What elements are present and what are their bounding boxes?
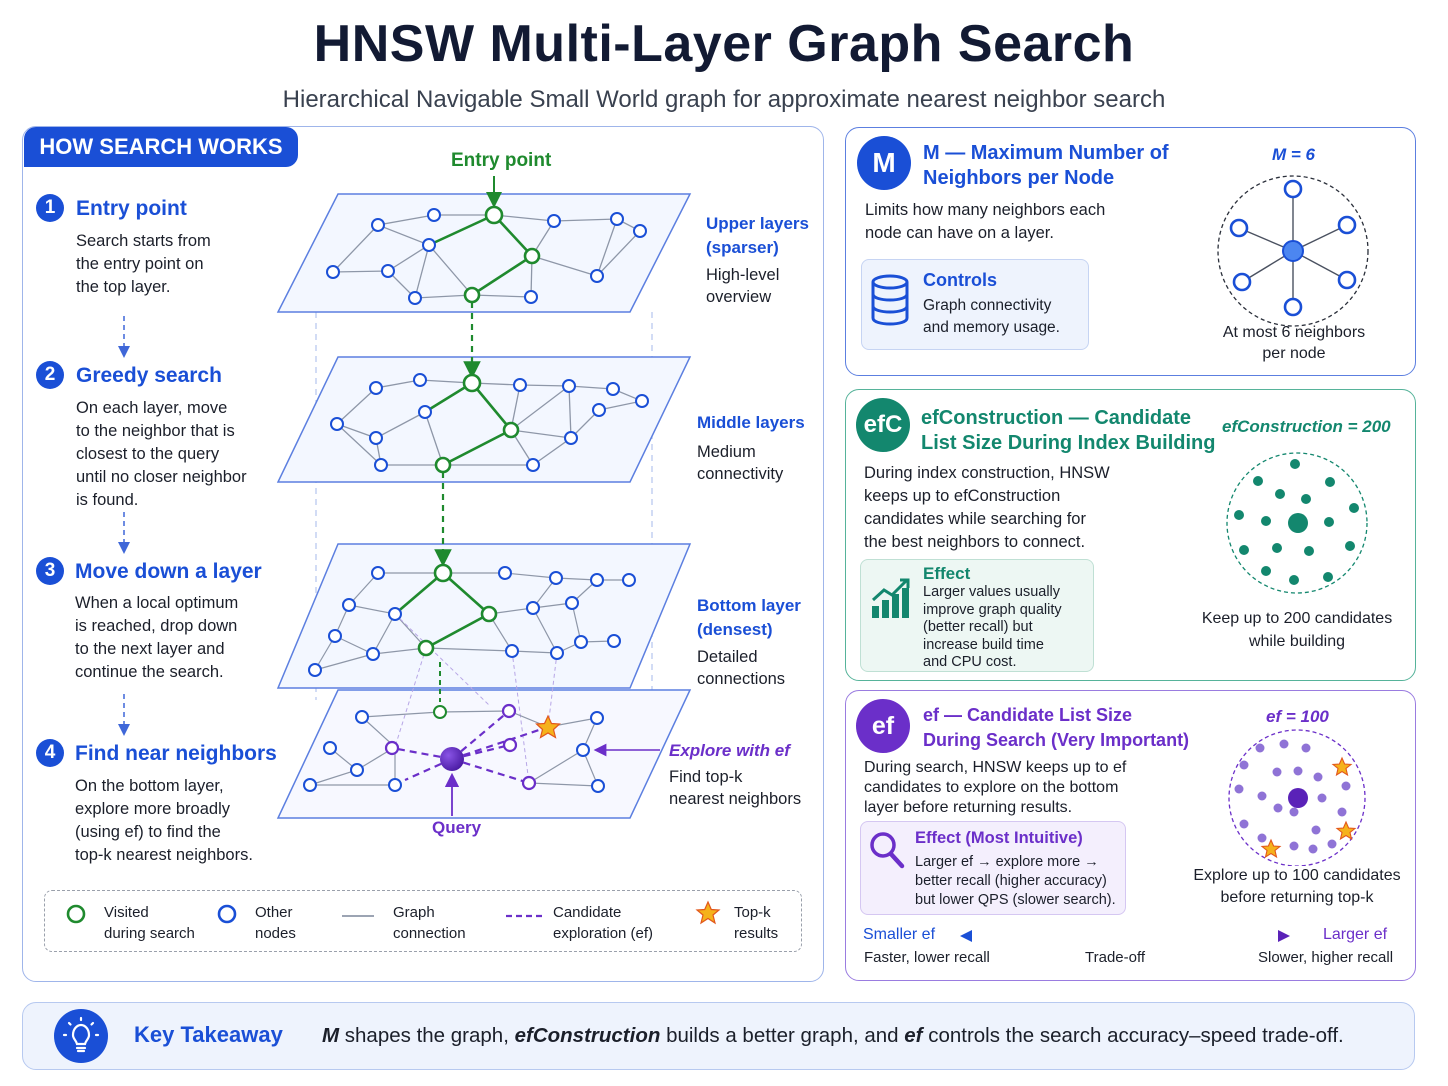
- how-search-tab: HOW SEARCH WORKS: [24, 127, 298, 167]
- ef-effect-box: [860, 821, 1126, 915]
- efc-badge: efC: [856, 398, 910, 452]
- m-controls-title: Controls: [923, 270, 997, 290]
- step-2-number: 2: [36, 361, 64, 389]
- entry-point-label: Entry point: [451, 150, 552, 171]
- query-node: [440, 747, 464, 771]
- m-controls-box: [861, 259, 1089, 350]
- lightbulb-icon: [54, 1009, 108, 1063]
- larger-ef-label: Larger ef: [1323, 926, 1388, 943]
- database-icon: [871, 274, 909, 326]
- bottom-search-plane: [276, 689, 692, 819]
- bottom-layer-label: Bottom layer (densest) Detailed connecti…: [697, 596, 801, 688]
- step-3-title: Move down a layer: [75, 560, 262, 583]
- ef-candidates-diagram: [1228, 729, 1366, 866]
- middle-layers-label: Middle layers Medium connectivity: [697, 413, 805, 483]
- legend: [44, 890, 802, 952]
- smaller-ef-desc: Faster, lower recall: [864, 949, 990, 966]
- ef-effect-title: Effect (Most Intuitive): [915, 829, 1083, 847]
- topk-star-icon: [535, 714, 561, 739]
- growth-chart-icon: [871, 578, 910, 618]
- smaller-ef-label: Smaller ef: [863, 926, 936, 943]
- step-4-number: 4: [36, 739, 64, 767]
- blue-circle-icon: [217, 904, 237, 924]
- step-4-title: Find near neighbors: [75, 742, 277, 765]
- magnifier-icon: [870, 832, 905, 869]
- key-takeaway-text: M shapes the graph, efConstruction build…: [322, 1024, 1344, 1047]
- key-takeaway-label: Key Takeaway: [134, 1022, 283, 1047]
- larger-ef-desc: Slower, higher recall: [1258, 949, 1394, 966]
- m-badge: M: [857, 136, 911, 190]
- upper-layer-plane: [276, 193, 692, 313]
- page-subtitle: Hierarchical Navigable Small World graph…: [282, 86, 1166, 113]
- step-1-number: 1: [36, 194, 64, 222]
- tradeoff-label: Trade-off: [1085, 949, 1146, 966]
- ef-equation: ef = 100: [1266, 707, 1329, 726]
- efc-equation: efConstruction = 200: [1222, 417, 1391, 436]
- m-equation: M = 6: [1272, 145, 1315, 164]
- step-4-body: On the bottom layer,explore more broadly…: [75, 777, 253, 864]
- explore-ef-label: Explore with ef Find top-k nearest neigh…: [669, 741, 802, 808]
- key-takeaway-bar: [22, 1002, 1415, 1070]
- efc-effect-title: Effect: [923, 564, 971, 583]
- green-circle-icon: [66, 904, 86, 924]
- ef-effect-body: Larger ef → explore more →better recall …: [915, 854, 1116, 908]
- m-neighbor-diagram: [1217, 175, 1369, 327]
- page-title: HNSW Multi-Layer Graph Search: [313, 15, 1135, 73]
- legend-icons: [66, 900, 721, 925]
- upper-layers-label: Upper layers (sparser) High-level overvi…: [706, 214, 809, 306]
- tradeoff-arrow: [960, 930, 1290, 942]
- efc-candidates-diagram: [1226, 452, 1368, 594]
- query-label: Query: [432, 818, 482, 837]
- step-1-title: Entry point: [76, 197, 187, 220]
- step-2-title: Greedy search: [76, 364, 222, 387]
- star-icon: [695, 900, 721, 925]
- step-3-number: 3: [36, 557, 64, 585]
- ef-badge: ef: [856, 699, 910, 753]
